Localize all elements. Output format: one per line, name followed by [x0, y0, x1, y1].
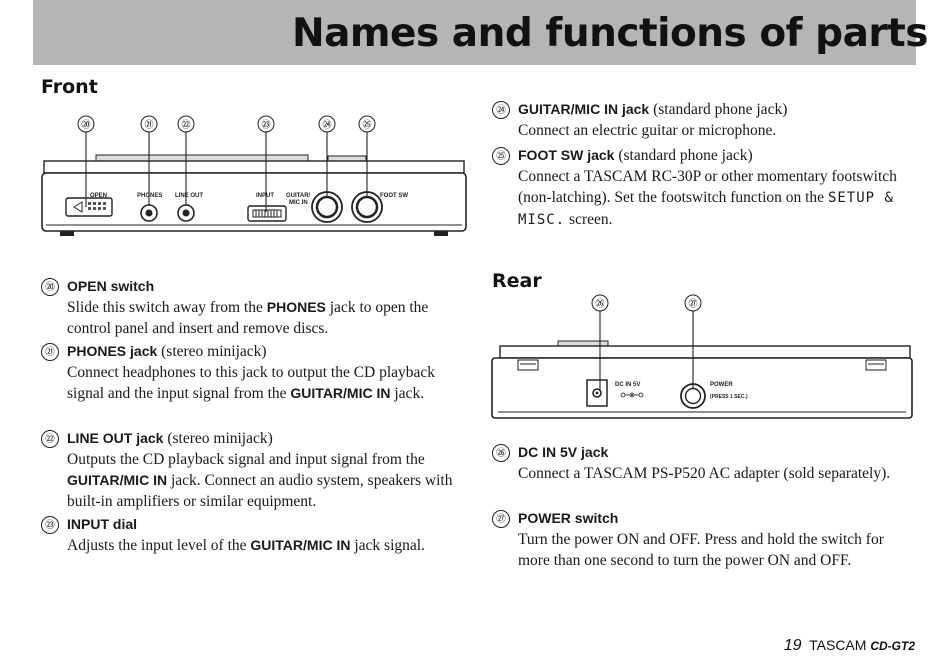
item-number: ㉕ [492, 147, 510, 165]
item-input-dial: ㉓ INPUT dial Adjusts the input level of … [41, 514, 471, 556]
item-number: ㉑ [41, 343, 59, 361]
page-footer: 19 TASCAM CD-GT2 [784, 637, 915, 655]
front-label-input: INPUT [256, 193, 274, 199]
item-name: POWER switch [518, 510, 619, 526]
callout-23-label: ㉓ [261, 120, 270, 130]
item-number: ㉗ [492, 510, 510, 528]
rear-label-dc-in: DC IN 5V [615, 382, 640, 388]
rear-panel-diagram: ㉖ ㉗ DC IN 5V POWER (PRESS 1 SEC.) [491, 294, 913, 419]
item-dc-in-jack: ㉖ DC IN 5V jack Connect a TASCAM PS-P520… [492, 442, 912, 484]
callout-21-label: ㉑ [144, 120, 153, 130]
item-suffix: (standard phone jack) [614, 147, 753, 164]
front-label-line-out: LINE OUT [175, 193, 203, 199]
footer-brand: TASCAM [809, 637, 867, 653]
item-desc: Connect headphones to this jack to outpu… [67, 364, 436, 402]
item-desc: Outputs the CD playback signal and input… [67, 451, 453, 510]
rear-section-title: Rear [492, 270, 542, 292]
item-name: FOOT SW jack [518, 147, 615, 163]
callout-25-label: ㉕ [362, 120, 371, 130]
rear-label-press: (PRESS 1 SEC.) [710, 394, 748, 400]
front-label-open: OPEN [90, 193, 107, 199]
page-number: 19 [783, 637, 802, 654]
item-line-out-jack: ㉒ LINE OUT jack (stereo minijack) Output… [41, 428, 471, 512]
callout-22-label: ㉒ [181, 120, 190, 130]
item-number: ㉓ [41, 516, 59, 534]
front-panel-diagram: ⑳ ㉑ ㉒ ㉓ ㉔ ㉕ O [41, 115, 467, 236]
item-name: INPUT dial [67, 516, 138, 532]
item-phones-jack: ㉑ PHONES jack (stereo minijack) Connect … [41, 341, 471, 404]
front-label-phones: PHONES [137, 193, 162, 199]
callout-26-label: ㉖ [595, 299, 604, 309]
item-desc: Adjusts the input level of the GUITAR/MI… [67, 537, 425, 554]
front-label-guitar-2: MIC IN [289, 200, 308, 206]
item-desc: Connect a TASCAM PS-P520 AC adapter (sol… [518, 465, 891, 482]
rear-label-power: POWER [710, 382, 733, 388]
item-number: ⑳ [41, 278, 59, 296]
item-name: DC IN 5V jack [518, 444, 609, 460]
callout-24-label: ㉔ [322, 120, 331, 130]
front-section-title: Front [41, 76, 98, 98]
item-name: GUITAR/MIC IN jack [518, 101, 650, 117]
item-suffix: (standard phone jack) [649, 101, 788, 118]
item-guitar-mic-jack: ㉔ GUITAR/MIC IN jack (standard phone jac… [492, 99, 912, 141]
item-desc: Turn the power ON and OFF. Press and hol… [518, 531, 884, 569]
header-band [33, 0, 916, 65]
front-callouts: ⑳ ㉑ ㉒ ㉓ ㉔ ㉕ [77, 115, 376, 133]
item-foot-sw-jack: ㉕ FOOT SW jack (standard phone jack) Con… [492, 145, 912, 231]
item-desc: Connect an electric guitar or microphone… [518, 122, 777, 139]
item-open-switch: ⑳ OPEN switch Slide this switch away fro… [41, 276, 471, 339]
item-power-switch: ㉗ POWER switch Turn the power ON and OFF… [492, 508, 912, 571]
item-number: ㉒ [41, 430, 59, 448]
item-desc: Slide this switch away from the PHONES j… [67, 299, 429, 337]
item-suffix: (stereo minijack) [163, 430, 273, 447]
footer-model: CD-GT2 [870, 639, 915, 653]
page-title: Names and functions of parts [291, 11, 929, 56]
item-name: OPEN switch [67, 278, 155, 294]
callout-20-label: ⑳ [81, 120, 90, 130]
callout-27-label: ㉗ [688, 299, 697, 309]
front-label-foot-sw: FOOT SW [380, 193, 408, 199]
item-suffix: (stereo minijack) [157, 343, 267, 360]
item-name: PHONES jack [67, 343, 158, 359]
item-number: ㉖ [492, 444, 510, 462]
item-number: ㉔ [492, 101, 510, 119]
item-desc: Connect a TASCAM RC-30P or other momenta… [518, 168, 897, 228]
item-name: LINE OUT jack [67, 430, 164, 446]
front-label-guitar-1: GUITAR/ [286, 193, 311, 199]
